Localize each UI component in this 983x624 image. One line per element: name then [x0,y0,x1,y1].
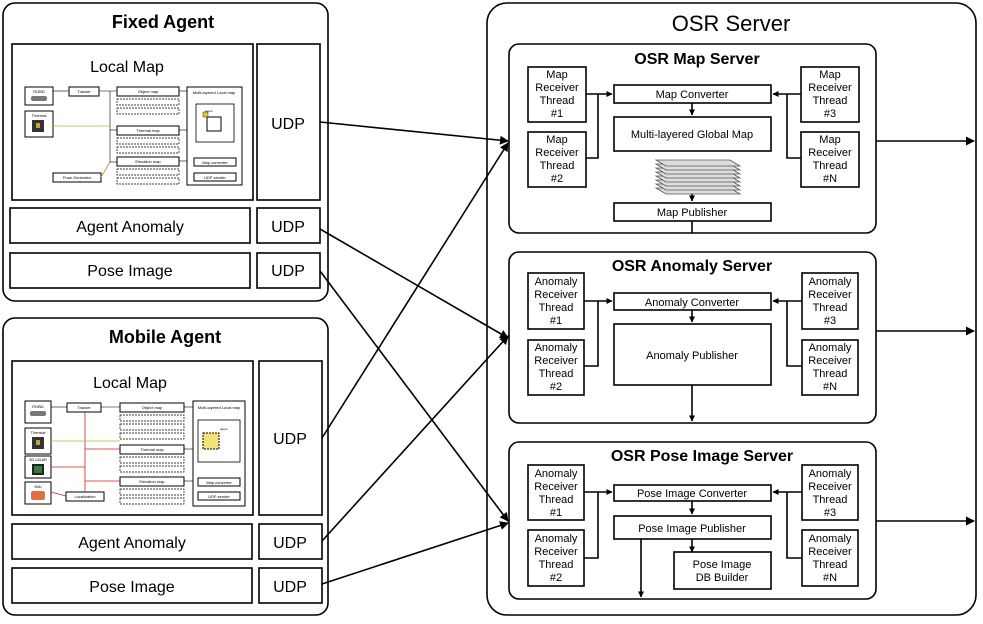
fixed-agent-marker: agent [205,109,213,113]
mobile-tracker: Tracker [77,405,91,410]
mobile-agent-anomaly-box [11,523,253,560]
mobile-localization: Localization [74,494,95,499]
fixed-udp-box [256,43,321,201]
mobile-local-map: Local Map RGBD Thermal 3D LiDAR IMU Trac… [11,360,254,516]
fixed-local-map-title: Local Map [90,59,164,76]
udp-connection-arrows [319,121,509,585]
fixed-pose-image-box [9,252,251,289]
global-map: Multi-layered Global Map [631,129,753,141]
fixed-sensor-thermal: Thermal [32,113,47,118]
mobile-sensor-imu: IMU [34,484,41,489]
mobile-agent-panel: Mobile Agent Local Map RGBD Thermal 3D L… [2,317,329,616]
mobile-sensor-lidar: 3D LiDAR [29,457,47,462]
fixed-pose-image-label: Pose Image [87,263,172,280]
fixed-udp-sender: UDP sender [204,175,226,180]
mobile-agent-anomaly-label: Agent Anomaly [78,535,186,552]
mobile-local-map-title: Local Map [93,375,167,392]
mobile-agent-title: Mobile Agent [109,327,221,347]
map-converter: Map Converter [656,89,729,101]
mobile-anomaly-udp-box [258,523,323,560]
mobile-thermal-map: Thermal map [140,447,164,452]
map-server-title: OSR Map Server [634,51,759,68]
fixed-elevation-map: Elevation map [135,159,161,164]
mobile-map-converter: Map converter [206,480,232,485]
map-publisher: Map Publisher [657,207,728,219]
anomaly-publisher: Anomaly Publisher [646,350,738,362]
server-output-arrows [876,136,975,526]
fixed-pose-udp-box [256,252,321,289]
fixed-anomaly-udp-box [256,207,321,244]
fixed-agent-title: Fixed Agent [112,12,214,32]
fixed-tracker: Tracker [77,89,91,94]
mobile-elevation-map: Elevation map [139,479,165,484]
anomaly-converter: Anomaly Converter [645,297,739,309]
fixed-thermal-map: Thermal map [136,128,160,133]
fixed-object-map: Object map [138,89,159,94]
mobile-anomaly-udp-label: UDP [273,535,307,552]
anomaly-server-title: OSR Anomaly Server [612,258,772,275]
mobile-sensor-thermal: Thermal [31,430,46,435]
mobile-sensor-rgbd: RGBD [32,404,44,409]
fixed-sensor-rgbd: RGBD [33,89,45,94]
osr-server-title: OSR Server [672,11,791,36]
mobile-pose-udp-box [258,567,323,604]
pose-image-publisher: Pose Image Publisher [638,523,746,535]
fixed-anomaly-udp-label: UDP [271,219,305,236]
mobile-multilayer-map: Multi-layered Local map [198,405,241,410]
fixed-pose-udp-label: UDP [271,263,305,280]
mobile-agent-marker: agent [220,427,228,431]
fixed-udp-label: UDP [271,116,305,133]
mobile-pose-udp-label: UDP [273,579,307,596]
map-layers-stack-icon [654,159,742,195]
fixed-local-map: Local Map RGBD Thermal Tracker Pose Gene… [11,43,254,201]
fixed-agent-panel: Fixed Agent Local Map RGBD Thermal Track… [2,2,329,302]
pose-image-converter: Pose Image Converter [637,488,747,500]
mobile-udp-label: UDP [273,431,307,448]
mobile-udp-sender: UDP sender [208,494,230,499]
mobile-pose-image-label: Pose Image [89,579,174,596]
fixed-agent-anomaly-label: Agent Anomaly [76,219,184,236]
fixed-map-converter: Map converter [202,160,228,165]
pose-server-title: OSR Pose Image Server [611,448,793,465]
mobile-object-map: Object map [142,405,163,410]
fixed-agent-anomaly-box [9,207,251,244]
mobile-pose-image-box [11,567,253,604]
fixed-pose-generator: Pose Generator [63,175,92,180]
fixed-multilayer-map: Multi-layered Local map [193,90,236,95]
